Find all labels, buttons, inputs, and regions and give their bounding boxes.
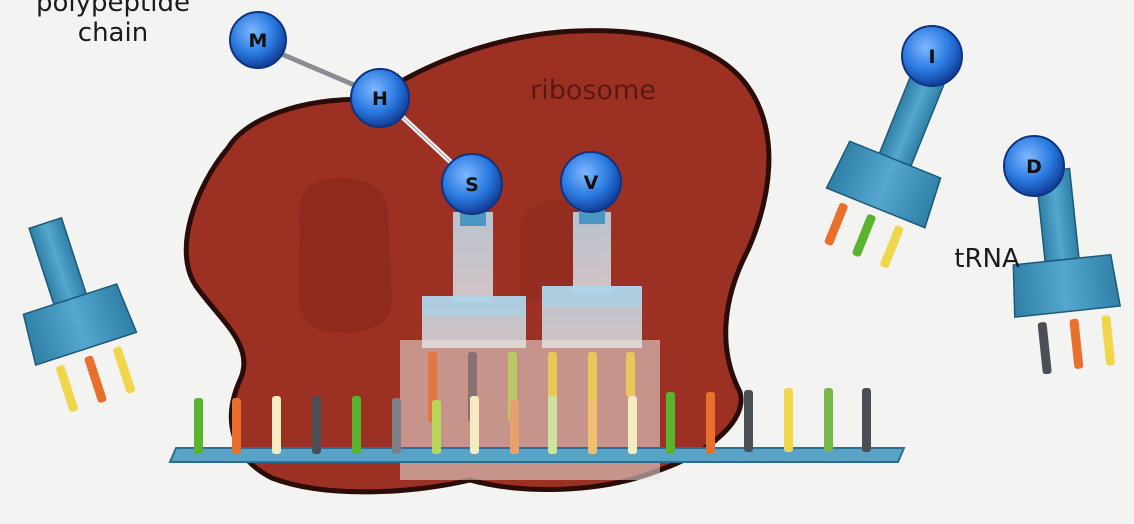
base (666, 392, 675, 454)
base (470, 396, 479, 454)
base (628, 396, 637, 454)
svg-text:D: D (1026, 156, 1042, 178)
base (588, 400, 597, 454)
base (706, 392, 715, 454)
amino-acid-m: M (230, 12, 286, 68)
base (432, 400, 441, 454)
base (548, 396, 557, 454)
svg-text:V: V (584, 172, 599, 194)
base (744, 390, 753, 452)
amino-acid-h: H (351, 69, 409, 127)
trna-label: tRNA (942, 244, 1032, 274)
trna-free-i (807, 56, 978, 276)
base (862, 388, 871, 452)
base (824, 388, 833, 452)
amino-acid-d: D (1004, 136, 1064, 196)
base (312, 396, 321, 454)
base (510, 400, 519, 454)
svg-text:I: I (928, 46, 935, 68)
base (784, 388, 793, 452)
polypeptide-chain-label: polypeptide chain (18, 0, 208, 48)
ribosome-shading (298, 178, 392, 332)
base (392, 398, 401, 454)
trna-free-left (0, 207, 154, 419)
svg-text:S: S (465, 174, 479, 196)
svg-text:H: H (372, 88, 388, 110)
svg-text:M: M (249, 30, 268, 52)
base (232, 398, 241, 454)
base (352, 396, 361, 454)
amino-acid-s: S (442, 154, 502, 214)
ribosome-label: ribosome (508, 76, 678, 106)
amino-acid-v: V (561, 152, 621, 212)
amino-acid-i: I (902, 26, 962, 86)
base (194, 398, 203, 454)
base (272, 396, 281, 454)
